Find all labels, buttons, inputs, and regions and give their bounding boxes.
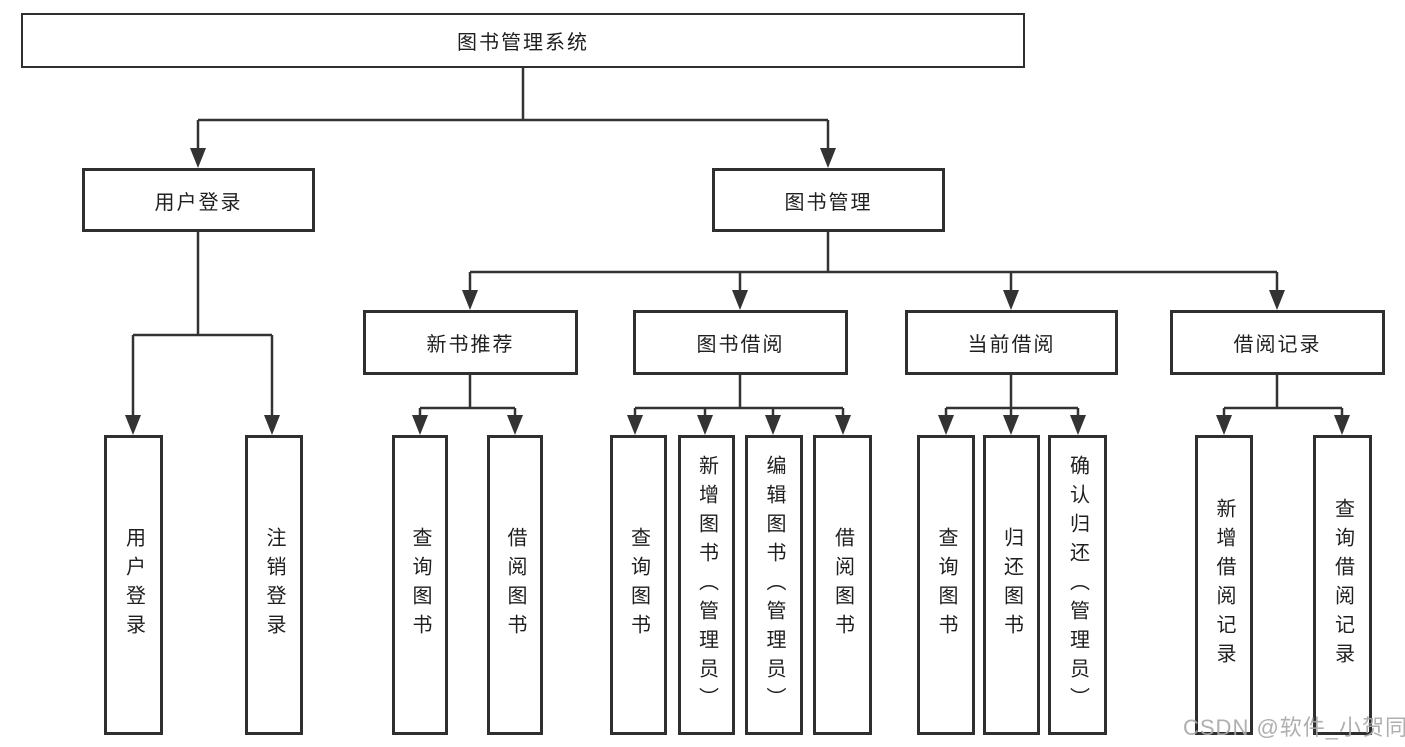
node-borrow-add-book-admin: 新增图书（管理员） <box>678 435 735 735</box>
node-label: 借阅记录 <box>1233 334 1322 356</box>
node-label: 编辑图书（管理员） <box>763 454 785 716</box>
node-leaf-logout: 注销登录 <box>245 435 303 735</box>
node-records-query-record: 查询借阅记录 <box>1313 435 1372 735</box>
node-current-borrowing: 当前借阅 <box>905 310 1118 375</box>
node-leaf-user-login: 用户登录 <box>104 435 163 735</box>
node-borrow-query-book: 查询图书 <box>610 435 667 735</box>
node-label: 新书推荐 <box>426 334 515 356</box>
node-library-management-system: 图书管理系统 <box>21 13 1025 68</box>
node-label: 新增借阅记录 <box>1213 498 1235 672</box>
node-label: 借阅图书 <box>831 527 854 643</box>
node-label: 图书借阅 <box>696 334 785 356</box>
node-label: 注销登录 <box>263 527 285 643</box>
node-label: 查询借阅记录 <box>1331 498 1354 672</box>
node-label: 用户登录 <box>122 527 145 643</box>
csdn-watermark: CSDN @软件_小贺同学 <box>1183 715 1405 740</box>
node-label: 用户登录 <box>154 191 243 214</box>
node-label: 归还图书 <box>1000 527 1023 643</box>
node-label: 确认归还（管理员） <box>1066 454 1089 716</box>
node-label: 图书管理 <box>784 191 873 214</box>
node-label: 查询图书 <box>627 527 650 643</box>
node-book-management: 图书管理 <box>712 168 945 232</box>
node-recommend-borrow-book: 借阅图书 <box>487 435 543 735</box>
node-label: 借阅图书 <box>504 527 526 643</box>
node-label: 查询图书 <box>409 527 431 643</box>
node-label: 查询图书 <box>935 527 957 643</box>
node-user-login: 用户登录 <box>82 168 315 232</box>
node-new-book-recommendation: 新书推荐 <box>363 310 578 375</box>
node-book-borrowing: 图书借阅 <box>633 310 848 375</box>
node-label: 图书管理系统 <box>457 32 589 54</box>
node-borrow-edit-book-admin: 编辑图书（管理员） <box>745 435 803 735</box>
node-borrowing-records: 借阅记录 <box>1170 310 1385 375</box>
node-borrow-borrow-book: 借阅图书 <box>813 435 872 735</box>
node-recommend-query-book: 查询图书 <box>392 435 448 735</box>
node-current-confirm-return-admin: 确认归还（管理员） <box>1048 435 1107 735</box>
node-current-return-book: 归还图书 <box>983 435 1040 735</box>
arrowheads <box>125 148 1350 435</box>
node-label: 当前借阅 <box>967 334 1056 356</box>
node-label: 新增图书（管理员） <box>695 454 718 716</box>
node-records-add-record: 新增借阅记录 <box>1195 435 1253 735</box>
node-current-query-book: 查询图书 <box>917 435 975 735</box>
